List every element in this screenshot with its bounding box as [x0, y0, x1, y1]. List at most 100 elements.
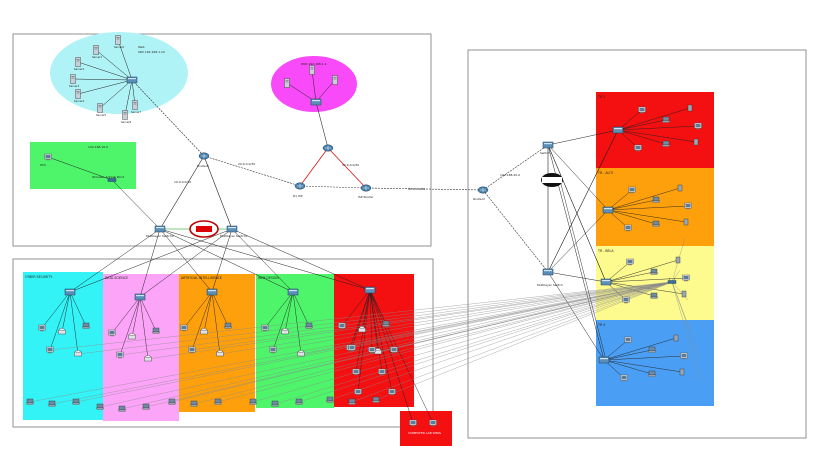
laptop-icon[interactable] [661, 140, 671, 147]
pc-icon[interactable] [680, 352, 688, 360]
laptop-icon[interactable] [647, 346, 657, 353]
wireless-laptop-icon[interactable] [25, 398, 35, 405]
zone-switch-icon[interactable] [287, 288, 299, 296]
laptop-icon[interactable] [651, 196, 661, 203]
wireless-laptop-icon[interactable] [294, 398, 304, 405]
laptop-icon[interactable] [649, 268, 659, 275]
router-right-icon[interactable] [477, 186, 489, 194]
core-switch-left-icon[interactable] [154, 225, 166, 233]
pc-icon[interactable] [694, 122, 702, 130]
laptop-icon[interactable] [651, 220, 661, 227]
wireless-laptop-icon[interactable] [47, 400, 57, 407]
pc-icon[interactable] [38, 324, 46, 332]
green-lan-access-point-icon[interactable] [107, 175, 117, 182]
printer-icon[interactable] [216, 350, 224, 357]
laptop-icon[interactable] [381, 320, 391, 327]
pc-icon[interactable] [108, 329, 116, 337]
wireless-laptop-icon[interactable] [248, 398, 258, 405]
wireless-laptop-icon[interactable] [141, 403, 151, 410]
server-icon[interactable] [309, 65, 315, 75]
server-icon[interactable] [97, 103, 103, 113]
printer-icon[interactable] [281, 328, 289, 335]
phone-icon[interactable] [675, 256, 681, 264]
wireless-laptop-icon[interactable] [325, 396, 335, 403]
printer-icon[interactable] [74, 350, 82, 357]
zone-switch-icon[interactable] [364, 286, 376, 294]
wireless-laptop-icon[interactable] [189, 400, 199, 407]
lab-wing-pc-icon[interactable] [429, 419, 437, 427]
printer-icon[interactable] [358, 326, 366, 333]
pc-icon[interactable] [180, 324, 188, 332]
pc-icon[interactable] [634, 144, 642, 152]
wireless-laptop-icon[interactable] [167, 398, 177, 405]
pc-icon[interactable] [626, 258, 634, 266]
server-icon[interactable] [115, 35, 121, 45]
tr-switch-icon[interactable] [598, 356, 610, 364]
wireless-laptop-icon[interactable] [95, 403, 105, 410]
pc-icon[interactable] [684, 202, 692, 210]
server-cluster-switch-icon[interactable] [126, 76, 138, 84]
laptop-icon[interactable] [661, 116, 671, 123]
laptop-icon[interactable] [151, 327, 161, 334]
router-mid2-icon[interactable] [360, 184, 372, 192]
server-icon[interactable] [132, 100, 138, 110]
phone-icon[interactable] [683, 218, 689, 226]
lab-pc-icon[interactable] [388, 388, 396, 396]
laptop-icon[interactable] [223, 322, 233, 329]
server-icon[interactable] [75, 89, 81, 99]
server-icon[interactable] [284, 78, 290, 88]
green-lan-pc-icon[interactable] [44, 153, 52, 161]
printer-icon[interactable] [128, 333, 136, 340]
pc-icon[interactable] [269, 346, 277, 354]
lab-pc-icon[interactable] [378, 368, 386, 376]
pc-icon[interactable] [188, 346, 196, 354]
right-core-top-switch-icon[interactable] [542, 141, 554, 149]
pc-icon[interactable] [682, 274, 690, 282]
laptop-icon[interactable] [647, 370, 657, 377]
printer-icon[interactable] [144, 355, 152, 362]
router-left-icon[interactable] [198, 152, 210, 160]
wireless-laptop-icon[interactable] [71, 398, 81, 405]
lab-pc-icon[interactable] [348, 344, 356, 352]
zone-switch-icon[interactable] [206, 288, 218, 296]
printer-icon[interactable] [58, 328, 66, 335]
server-icon[interactable] [93, 45, 99, 55]
lab-pc-icon[interactable] [368, 346, 376, 354]
laptop-icon[interactable] [649, 292, 659, 299]
printer-icon[interactable] [200, 328, 208, 335]
core-switch-right-icon[interactable] [226, 225, 238, 233]
phone-icon[interactable] [681, 290, 687, 298]
tr-switch-icon[interactable] [602, 206, 614, 214]
server-icon[interactable] [75, 57, 81, 67]
phone-icon[interactable] [679, 368, 685, 376]
dns-cluster-switch-icon[interactable] [310, 98, 322, 106]
pc-icon[interactable] [116, 351, 124, 359]
pc-icon[interactable] [638, 106, 646, 114]
tr-switch-icon[interactable] [600, 278, 612, 286]
phone-icon[interactable] [677, 184, 683, 192]
router-mid1-icon[interactable] [294, 182, 306, 190]
lab-wing-pc-icon[interactable] [409, 419, 417, 427]
pc-icon[interactable] [46, 346, 54, 354]
laptop-icon[interactable] [81, 322, 91, 329]
pc-icon[interactable] [338, 322, 346, 330]
phone-icon[interactable] [693, 138, 699, 146]
right-core-bottom-switch-icon[interactable] [542, 268, 554, 276]
lab-pc-icon[interactable] [390, 346, 398, 354]
wireless-laptop-icon[interactable] [270, 400, 280, 407]
server-icon[interactable] [70, 74, 76, 84]
server-icon[interactable] [332, 75, 338, 85]
wireless-laptop-icon[interactable] [371, 396, 381, 403]
wireless-laptop-icon[interactable] [117, 405, 127, 412]
wireless-laptop-icon[interactable] [347, 398, 357, 405]
pc-icon[interactable] [628, 186, 636, 194]
tr-switch-icon[interactable] [612, 126, 624, 134]
pc-icon[interactable] [620, 374, 628, 382]
tr-bela-access-point-icon[interactable] [667, 277, 677, 284]
phone-icon[interactable] [673, 334, 679, 342]
pc-icon[interactable] [622, 296, 630, 304]
wireless-laptop-icon[interactable] [213, 398, 223, 405]
pc-icon[interactable] [624, 336, 632, 344]
printer-icon[interactable] [297, 350, 305, 357]
pc-icon[interactable] [624, 224, 632, 232]
